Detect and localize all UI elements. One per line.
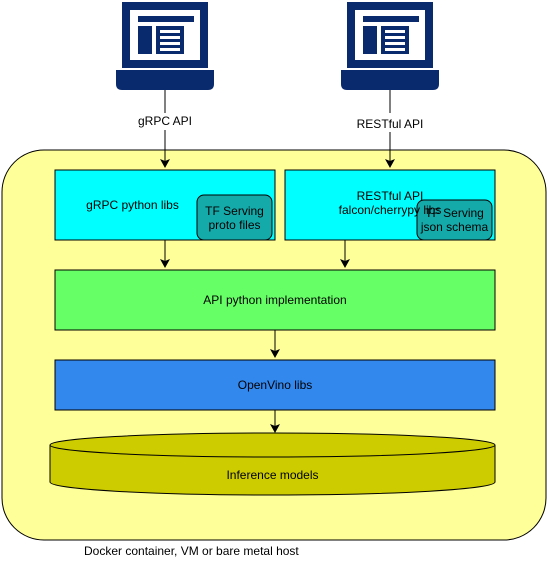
rest-libs-text-2: falcon/cherrypy libs [338,203,442,217]
tf-json-text-1: TF Serving [425,206,484,220]
rest-libs-text-1: RESTful API [356,189,424,203]
tf-json-box [416,199,493,241]
laptop-icon [116,2,214,90]
host-caption: Docker container, VM or bare metal host [84,544,299,558]
grpc-libs-label: gRPC python libs [70,170,195,240]
tf-proto-label: TF Serving proto files [197,195,272,240]
models-cylinder [49,432,496,496]
openvino-box [54,359,496,411]
api-impl-box [54,269,496,331]
models-text: Inference models [226,468,319,482]
tf-proto-text-2: proto files [208,217,261,232]
grpc-libs-text: gRPC python libs [86,198,179,212]
api-impl-label: API python implementation [55,270,495,330]
tf-json-label: TF Serving json schema [417,200,492,240]
openvino-label: OpenVino libs [55,360,495,410]
tf-json-text-2: json schema [420,220,489,234]
rest-libs-label: RESTful API falcon/cherrypy libs [285,170,495,240]
rest-api-label: RESTful API [345,117,435,131]
openvino-text: OpenVino libs [237,378,313,392]
models-label: Inference models [50,460,495,490]
grpc-api-label: gRPC API [125,114,205,128]
tf-proto-box [196,194,273,241]
tf-proto-text-1: TF Serving [205,203,264,218]
api-impl-text: API python implementation [203,293,347,307]
laptop-icon [341,2,439,90]
